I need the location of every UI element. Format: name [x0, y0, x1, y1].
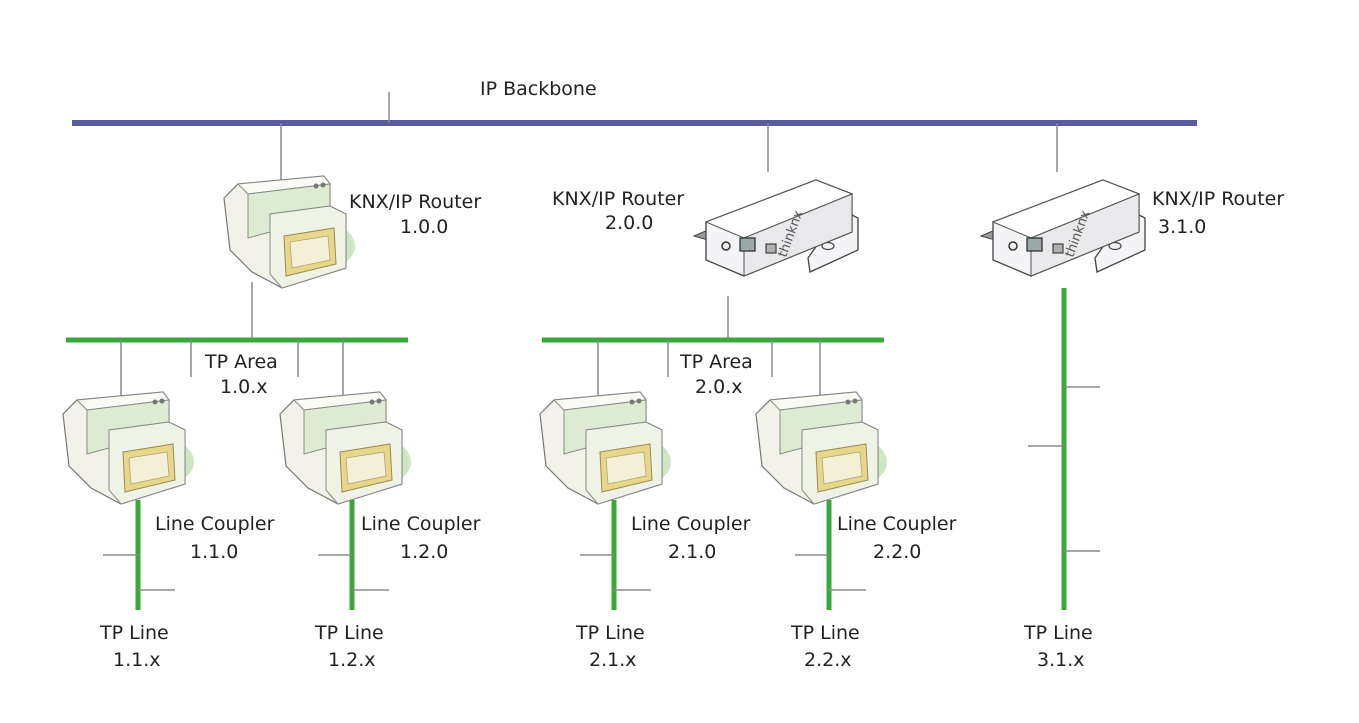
area-1-address: 1.0.x	[220, 376, 268, 398]
router-2-icon: thinknx	[693, 179, 859, 277]
router-2-address: 2.0.0	[605, 212, 653, 234]
coupler-1-icon	[62, 391, 195, 505]
router-3-address: 3.1.0	[1158, 216, 1206, 238]
coupler-3-icon	[539, 391, 672, 505]
coupler-3-address: 2.1.0	[668, 541, 716, 563]
area-1-name: TP Area	[204, 351, 278, 373]
tp-line-4-name: TP Line	[790, 622, 860, 644]
tp-line-3-address: 2.1.x	[589, 649, 637, 671]
coupler-1-name: Line Coupler	[155, 513, 275, 535]
coupler-4-name: Line Coupler	[837, 513, 957, 535]
tp-line-2-name: TP Line	[314, 622, 384, 644]
coupler-2-address: 1.2.0	[400, 541, 448, 563]
coupler-4-address: 2.2.0	[873, 541, 921, 563]
router-1-address: 1.0.0	[400, 216, 448, 238]
router-1-icon	[223, 175, 356, 289]
router-1-name: KNX/IP Router	[349, 191, 481, 213]
coupler-4-icon	[755, 391, 888, 505]
router-3-name: KNX/IP Router	[1152, 188, 1284, 210]
coupler-3-name: Line Coupler	[631, 513, 751, 535]
router-2-name: KNX/IP Router	[552, 188, 684, 210]
area-2-address: 2.0.x	[695, 376, 743, 398]
coupler-1-address: 1.1.0	[190, 541, 238, 563]
tp-line-4-address: 2.2.x	[804, 649, 852, 671]
tp-line-5-address: 3.1.x	[1037, 649, 1085, 671]
tp-line-1-address: 1.1.x	[113, 649, 161, 671]
tp-line-3-name: TP Line	[575, 622, 645, 644]
area-2-name: TP Area	[679, 351, 753, 373]
coupler-2-name: Line Coupler	[361, 513, 481, 535]
router-3-icon: thinknx	[980, 179, 1146, 277]
tp-line-1-name: TP Line	[99, 622, 169, 644]
tp-line-5-name: TP Line	[1023, 622, 1093, 644]
tp-line-2-address: 1.2.x	[328, 649, 376, 671]
coupler-2-icon	[279, 391, 412, 505]
backbone-label: IP Backbone	[480, 78, 597, 100]
